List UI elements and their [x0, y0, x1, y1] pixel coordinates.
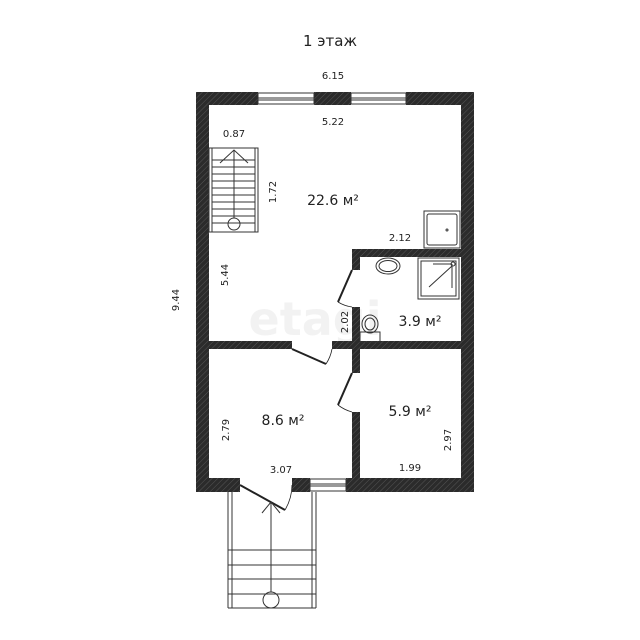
area-room: 5.9 м²: [389, 404, 432, 420]
dim-room-height: 2.97: [443, 429, 454, 451]
dim-bath-width: 2.12: [389, 233, 411, 244]
dim-hall-width: 3.07: [270, 465, 292, 476]
area-bathroom: 3.9 м²: [399, 314, 442, 330]
dim-bath-height: 2.02: [340, 311, 351, 333]
floor-title: 1 этаж: [303, 32, 357, 50]
dimension-labels: 5.22 0.87 1.72 2.12 5.44 2.02 2.79 3.07 …: [220, 117, 454, 476]
walls: [196, 92, 474, 492]
dim-main-height: 5.44: [220, 264, 231, 286]
sink-unit-icon: [423, 210, 461, 249]
dim-room-width: 1.99: [399, 463, 421, 474]
dim-stair-width: 0.87: [223, 129, 245, 140]
room-areas: 22.6 м² 3.9 м² 8.6 м² 5.9 м²: [262, 193, 442, 429]
washbasin-icon: [375, 257, 401, 275]
fixtures: [359, 210, 461, 343]
dim-stair-length: 1.72: [268, 181, 279, 203]
entrance-stairs: [227, 492, 317, 609]
interior-stairs: [208, 147, 259, 233]
dim-overall-width: 6.15: [322, 71, 344, 82]
dim-overall-height: 9.44: [171, 289, 182, 311]
toilet-icon: [359, 331, 381, 343]
watermark: etagi: [249, 292, 382, 346]
shower-icon: [417, 257, 460, 300]
dim-main-width: 5.22: [322, 117, 344, 128]
windows: [257, 92, 407, 492]
area-hall: 8.6 м²: [262, 413, 305, 429]
area-main: 22.6 м²: [307, 193, 359, 209]
dim-hall-height: 2.79: [221, 419, 232, 441]
doors: [239, 269, 353, 511]
